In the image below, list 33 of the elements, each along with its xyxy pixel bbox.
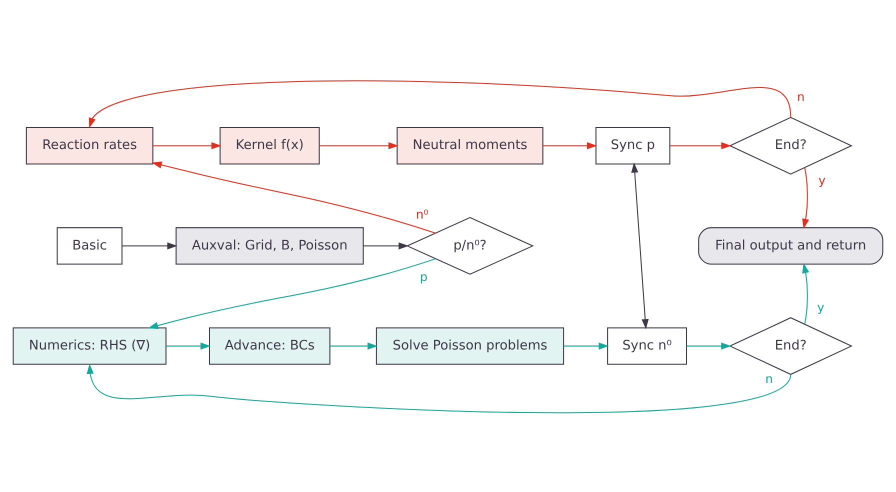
node-box: Neutral moments	[396, 126, 544, 164]
node-box: Advance: BCs	[209, 326, 330, 364]
arrow	[152, 142, 222, 149]
arrow	[152, 160, 436, 234]
arrow	[88, 80, 792, 128]
edge-label: n	[796, 89, 805, 104]
edge-label: y	[817, 300, 824, 314]
arrow	[542, 142, 598, 149]
arrow	[166, 342, 211, 350]
node-box: Sync n⁰	[607, 326, 687, 364]
node-box: Numerics: RHS (∇)	[12, 326, 166, 364]
arrow	[122, 242, 178, 249]
node-diamond: End?	[728, 316, 853, 374]
arrow	[330, 342, 378, 350]
arrow	[670, 142, 732, 149]
arrow	[564, 342, 609, 350]
node-box: Basic	[56, 226, 122, 264]
arrow	[802, 166, 810, 228]
node-box: Kernel f(x)	[220, 126, 320, 164]
node-box: Final output and return	[698, 226, 884, 264]
arrow	[802, 262, 810, 324]
arrow	[631, 162, 649, 329]
node-box: Auxval: Grid, B, Poisson	[176, 226, 364, 264]
node-box: Sync p	[595, 126, 670, 164]
arrow	[686, 342, 732, 350]
node-diamond: End?	[728, 116, 853, 174]
node-box: Solve Poisson problems	[376, 326, 564, 364]
edge-label: y	[818, 173, 826, 188]
arrow	[86, 363, 792, 413]
node-box: Reaction rates	[26, 126, 154, 164]
arrow	[148, 258, 436, 328]
arrow	[319, 142, 399, 149]
arrow	[364, 242, 409, 249]
